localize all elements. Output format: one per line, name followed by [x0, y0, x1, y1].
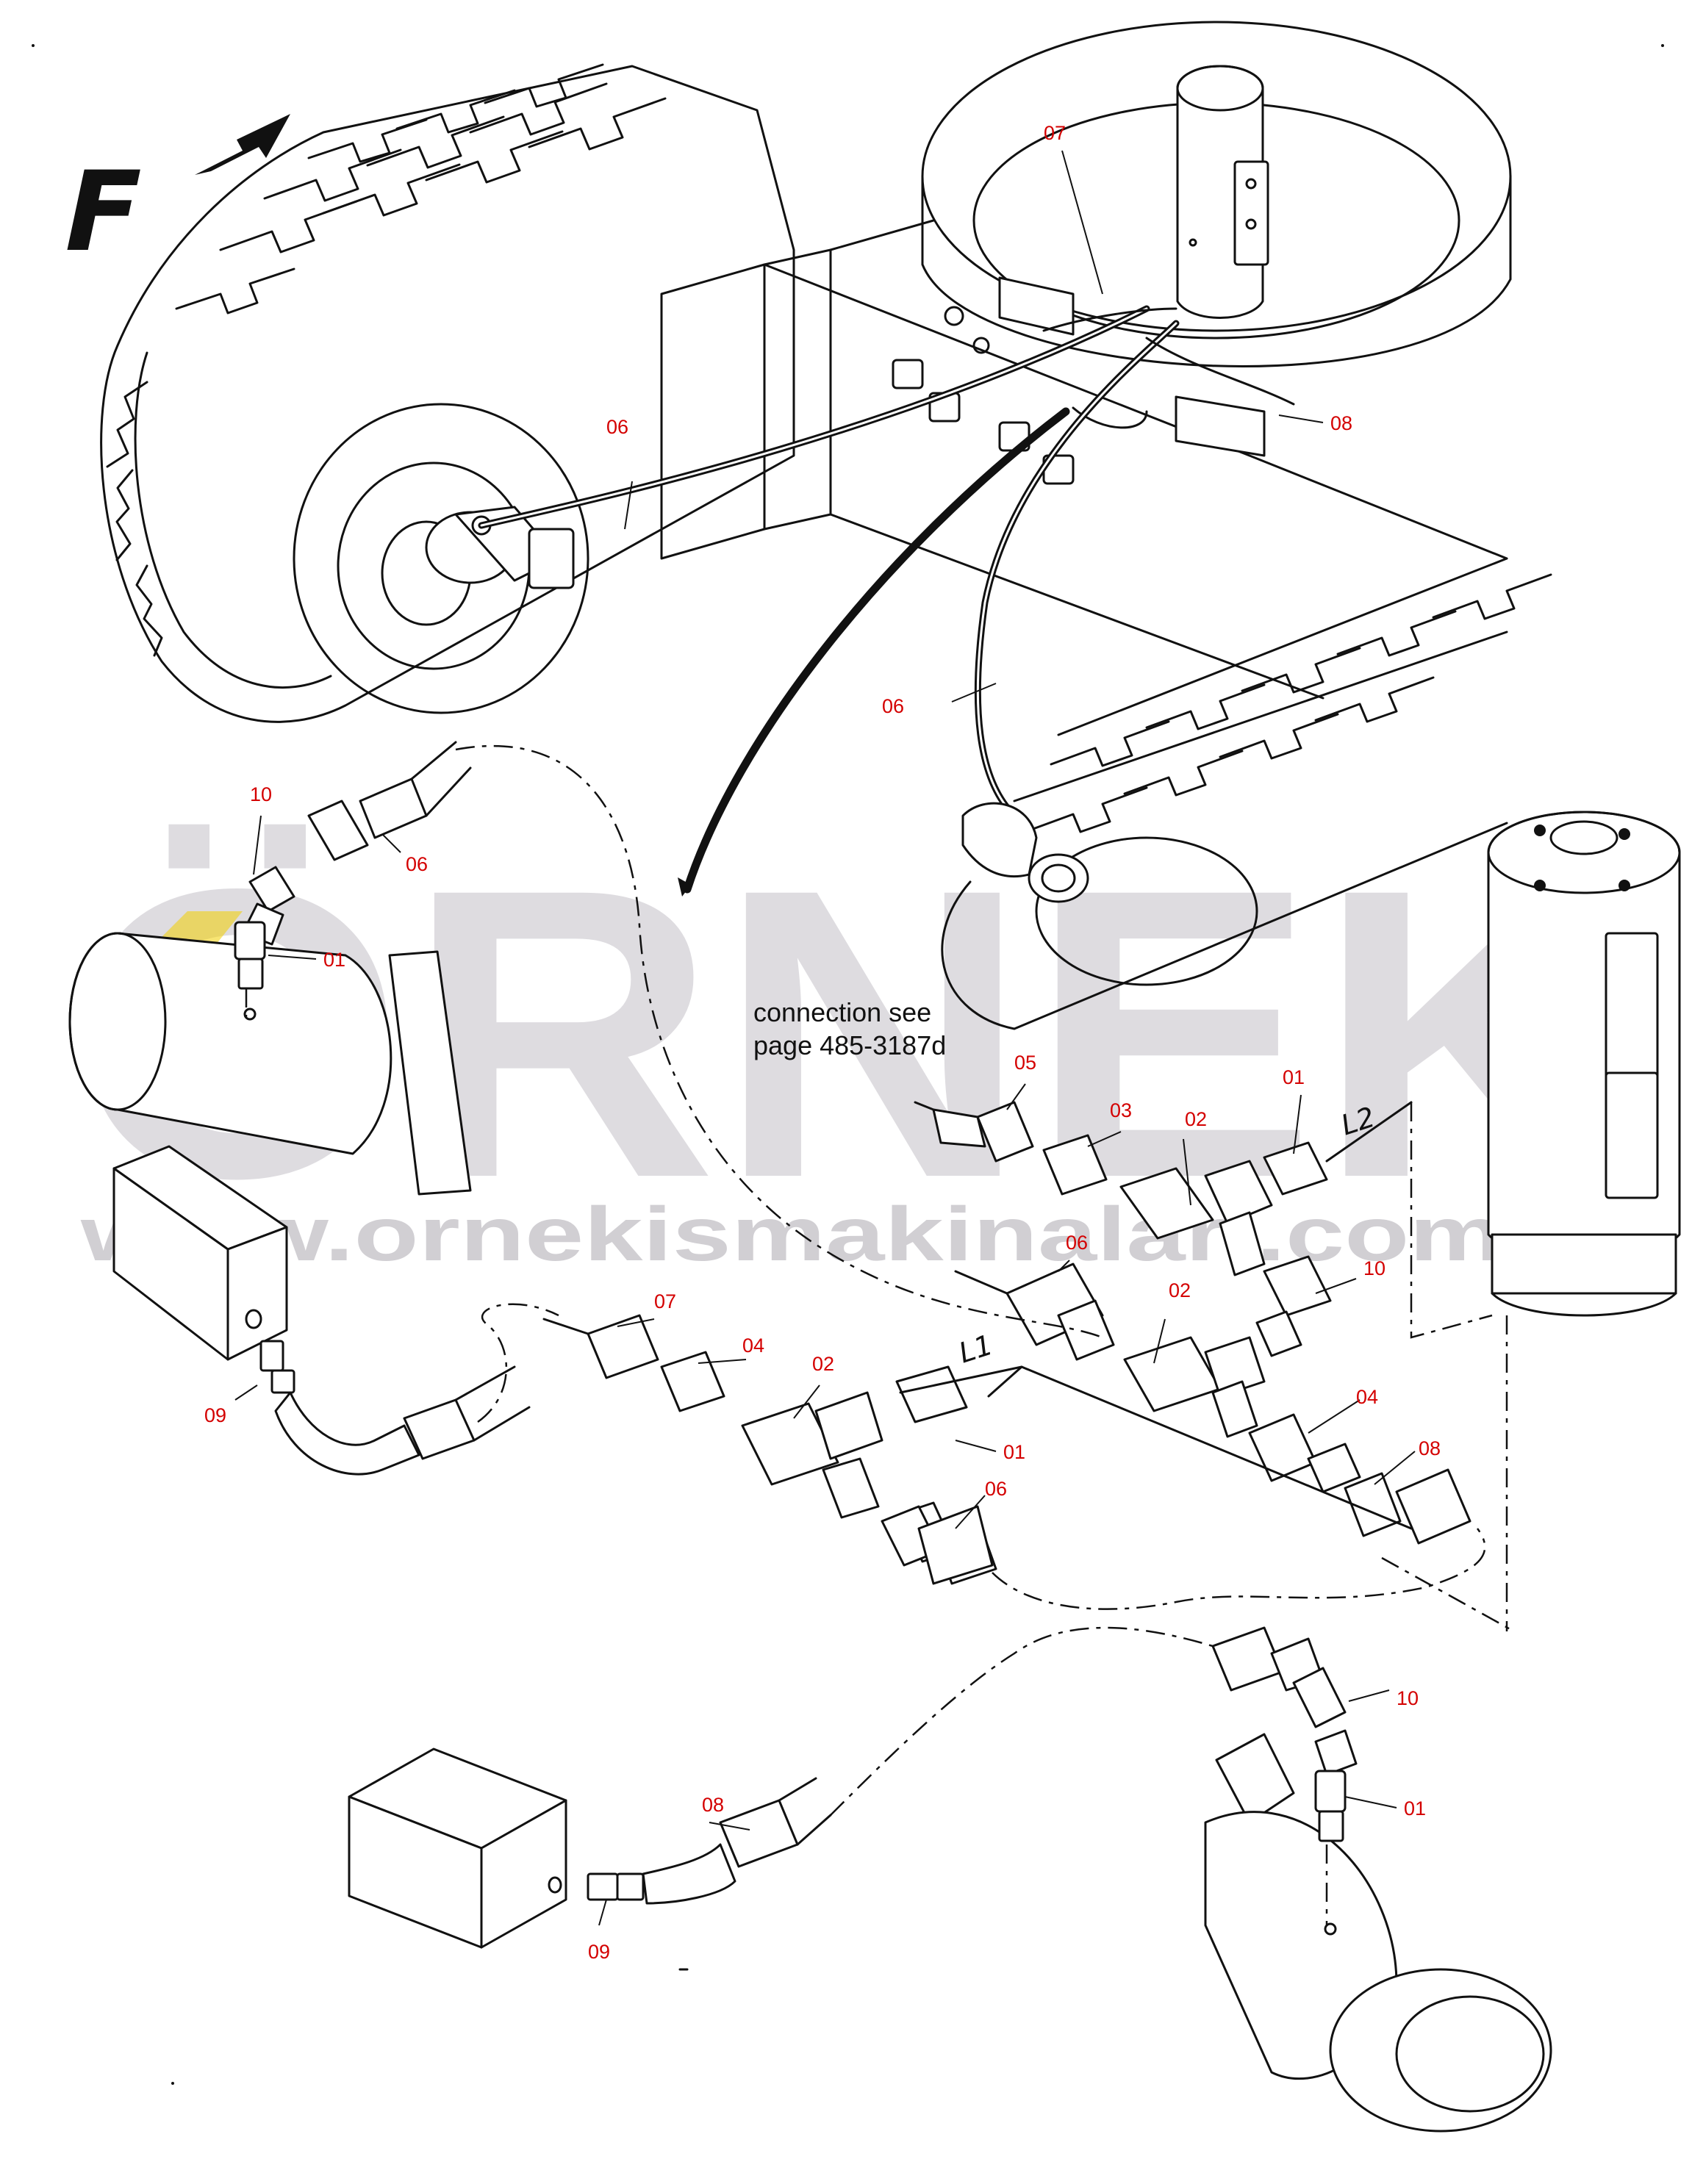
callout-10-lower: 10 [1397, 1687, 1419, 1709]
right-motor-detail [1204, 1733, 1552, 2133]
watermark-url: www.ornekismakinalari.com.tr [80, 1192, 1610, 1277]
callout-10-left: 10 [250, 783, 272, 805]
left-motor-detail [68, 932, 472, 1196]
right-track-assembly [941, 557, 1552, 1030]
callout-07-mid: 07 [654, 1290, 676, 1312]
right-travel-motor [961, 802, 1089, 903]
callout-09-lower: 09 [588, 1941, 610, 1963]
valve-block-lower [348, 1747, 567, 1949]
forward-indicator: F [51, 114, 290, 276]
connection-note-line1: connection see [753, 997, 931, 1027]
callout-07-top: 07 [1044, 122, 1066, 144]
connection-note-line2: page 485-3187d [753, 1030, 946, 1060]
callout-02-b: 02 [1169, 1279, 1191, 1301]
valve-block-left [112, 1145, 288, 1361]
forward-arrow-icon [195, 114, 290, 175]
callout-06-upper-right: 06 [882, 695, 904, 717]
callout-09-left: 09 [204, 1404, 226, 1426]
callout-08-right: 08 [1419, 1437, 1441, 1459]
callout-leaders [234, 150, 1416, 1926]
callout-01-mid: 01 [1003, 1441, 1025, 1463]
callout-10-mid: 10 [1363, 1257, 1385, 1279]
turntable-blocks [998, 276, 1266, 457]
callout-08-lower: 08 [702, 1794, 724, 1816]
callouts: 07 08 06 06 10 06 01 05 03 02 01 06 10 0… [204, 122, 1441, 1963]
rotary-joint-detail [1487, 811, 1681, 1317]
callout-01-left: 01 [323, 949, 345, 971]
callout-08-top: 08 [1330, 412, 1352, 434]
callout-01-right-top: 01 [1283, 1066, 1305, 1088]
callout-02-a: 02 [1185, 1108, 1207, 1130]
callout-06-upper-left: 06 [606, 416, 628, 438]
callout-04-right: 04 [1356, 1386, 1378, 1408]
routing-lines [245, 744, 1515, 1925]
forward-label: F [51, 148, 154, 276]
rotary-joint-upper [1176, 65, 1269, 319]
callout-02-c: 02 [812, 1353, 834, 1375]
callout-03: 03 [1110, 1099, 1132, 1121]
line-label-l1: L1 [955, 1329, 997, 1370]
callout-06-left: 06 [406, 853, 428, 875]
fittings [234, 741, 1471, 1905]
machine-hoses [478, 305, 1295, 897]
callout-06-lower: 06 [985, 1478, 1007, 1500]
left-track-assembly [100, 63, 1508, 723]
callout-05: 05 [1014, 1052, 1036, 1074]
callout-04-left: 04 [742, 1335, 764, 1357]
callout-01-lower: 01 [1404, 1797, 1426, 1820]
callout-06-mid: 06 [1066, 1232, 1088, 1254]
